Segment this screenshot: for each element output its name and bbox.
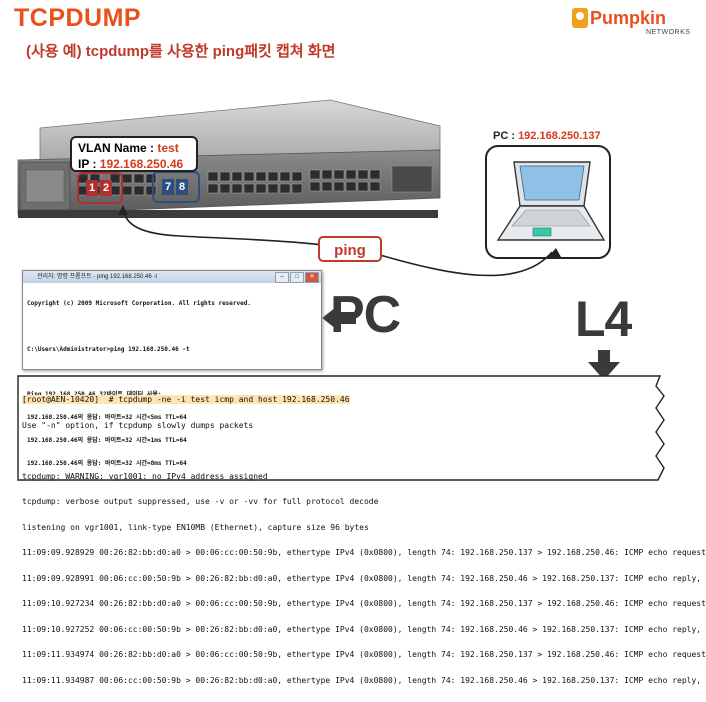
minimize-icon[interactable]: – <box>275 272 289 283</box>
vlan-ip-label: IP : <box>78 157 97 171</box>
terminal-prompt: [root@AEN-10420] # tcpdump -ne -i test i… <box>22 395 350 404</box>
arrowhead-icon <box>548 248 561 257</box>
cmd-line: C:\Users\Administrator>ping 192.168.250.… <box>27 345 190 353</box>
cmd-line: Copyright (c) 2009 Microsoft Corporation… <box>27 300 251 308</box>
port-group-blue-outline <box>152 171 200 203</box>
cmd-line: Ping 192.168.250.46 32바이트 데이터 사용: <box>27 391 317 399</box>
logo-name: Pumpkin <box>590 8 667 28</box>
ping-label: ping <box>318 236 382 262</box>
port-group-right: 7 8 <box>159 176 191 200</box>
vlan-name-value: test <box>157 141 179 155</box>
ping-path-line <box>122 207 553 277</box>
terminal-line: 11:09:11.934974 00:26:82:bb:d0:a0 > 00:0… <box>22 650 706 659</box>
terminal-line: 11:09:10.927252 00:06:cc:00:50:9b > 00:2… <box>22 624 702 634</box>
terminal-line: 11:09:09.928929 00:26:82:bb:d0:a0 > 00:0… <box>22 548 706 557</box>
page-title: TCPDUMP <box>14 4 142 32</box>
down-arrow-icon <box>588 350 620 380</box>
cmd-line: 192.168.250.46의 응답: 바이트=32 시간=1ms TTL=64 <box>27 436 187 444</box>
pumpkin-logo: Pumpkin NETWORKS <box>570 6 694 44</box>
vlan-info-box: VLAN Name : test IP : 192.168.250.46 <box>70 136 198 172</box>
cmd-line: 192.168.250.46의 응답: 바이트=32 시간<5ms TTL=64 <box>27 414 187 422</box>
port-1: 1 <box>86 180 98 196</box>
terminal-line: 11:09:11.934987 00:06:cc:00:50:9b > 00:2… <box>22 675 702 685</box>
port-7: 7 <box>162 179 174 195</box>
terminal-line: 11:09:10.927234 00:26:82:bb:d0:a0 > 00:0… <box>22 599 706 608</box>
pc-ip-value: 192.168.250.137 <box>518 130 601 142</box>
cmd-titlebar: 관리자: 명령 프롬프트 - ping 192.168.250.46 -t – … <box>23 271 321 283</box>
tcpdump-terminal: [root@AEN-10420] # tcpdump -ne -i test i… <box>18 375 706 684</box>
arrowhead-icon <box>118 205 128 215</box>
pumpkin-logo-icon <box>572 8 588 28</box>
terminal-line: Use "-n" option, if tcpdump slowly dumps… <box>22 420 254 430</box>
cmd-prompt-window: 관리자: 명령 프롬프트 - ping 192.168.250.46 -t – … <box>22 270 322 467</box>
page-subtitle: (사용 예) tcpdump를 사용한 ping패킷 캡쳐 화면 <box>26 43 336 60</box>
terminal-line: listening on vgr1001, link-type EN10MB (… <box>22 522 369 532</box>
left-arrow-icon <box>322 304 356 332</box>
cmd-line <box>27 323 317 331</box>
maximize-icon[interactable]: □ <box>290 272 304 283</box>
terminal-output: [root@AEN-10420] # tcpdump -ne -i test i… <box>22 379 706 702</box>
port-group-left: 1 2 <box>83 177 115 201</box>
port-2: 2 <box>100 180 112 196</box>
terminal-line <box>22 447 706 456</box>
pc-ip-label: PC : 192.168.250.137 <box>493 130 601 142</box>
terminal-line: tcpdump: verbose output suppressed, use … <box>22 497 379 506</box>
pc-big-label: PC <box>330 286 401 344</box>
pc-label-text: PC : <box>493 130 515 142</box>
vlan-ip-value: 192.168.250.46 <box>99 157 184 171</box>
terminal-line: 11:09:09.928991 00:06:cc:00:50:9b > 00:2… <box>22 573 702 583</box>
l4-big-label: L4 <box>575 291 632 347</box>
port-8: 8 <box>176 179 188 195</box>
port-group-red-outline <box>77 172 123 204</box>
cmd-line: 192.168.250.46의 응답: 바이트=32 시간=8ms TTL=64 <box>27 459 187 467</box>
terminal-line: tcpdump: WARNING: vgr1001: no IPv4 addre… <box>22 471 268 481</box>
cmd-output: Copyright (c) 2009 Microsoft Corporation… <box>23 283 321 484</box>
laptop-icon <box>485 145 611 259</box>
logo-tagline: NETWORKS <box>646 29 691 36</box>
vlan-name-label: VLAN Name : <box>78 141 155 155</box>
close-icon[interactable]: ✕ <box>305 272 319 283</box>
cmd-title: 관리자: 명령 프롬프트 - ping 192.168.250.46 -t <box>37 274 158 280</box>
